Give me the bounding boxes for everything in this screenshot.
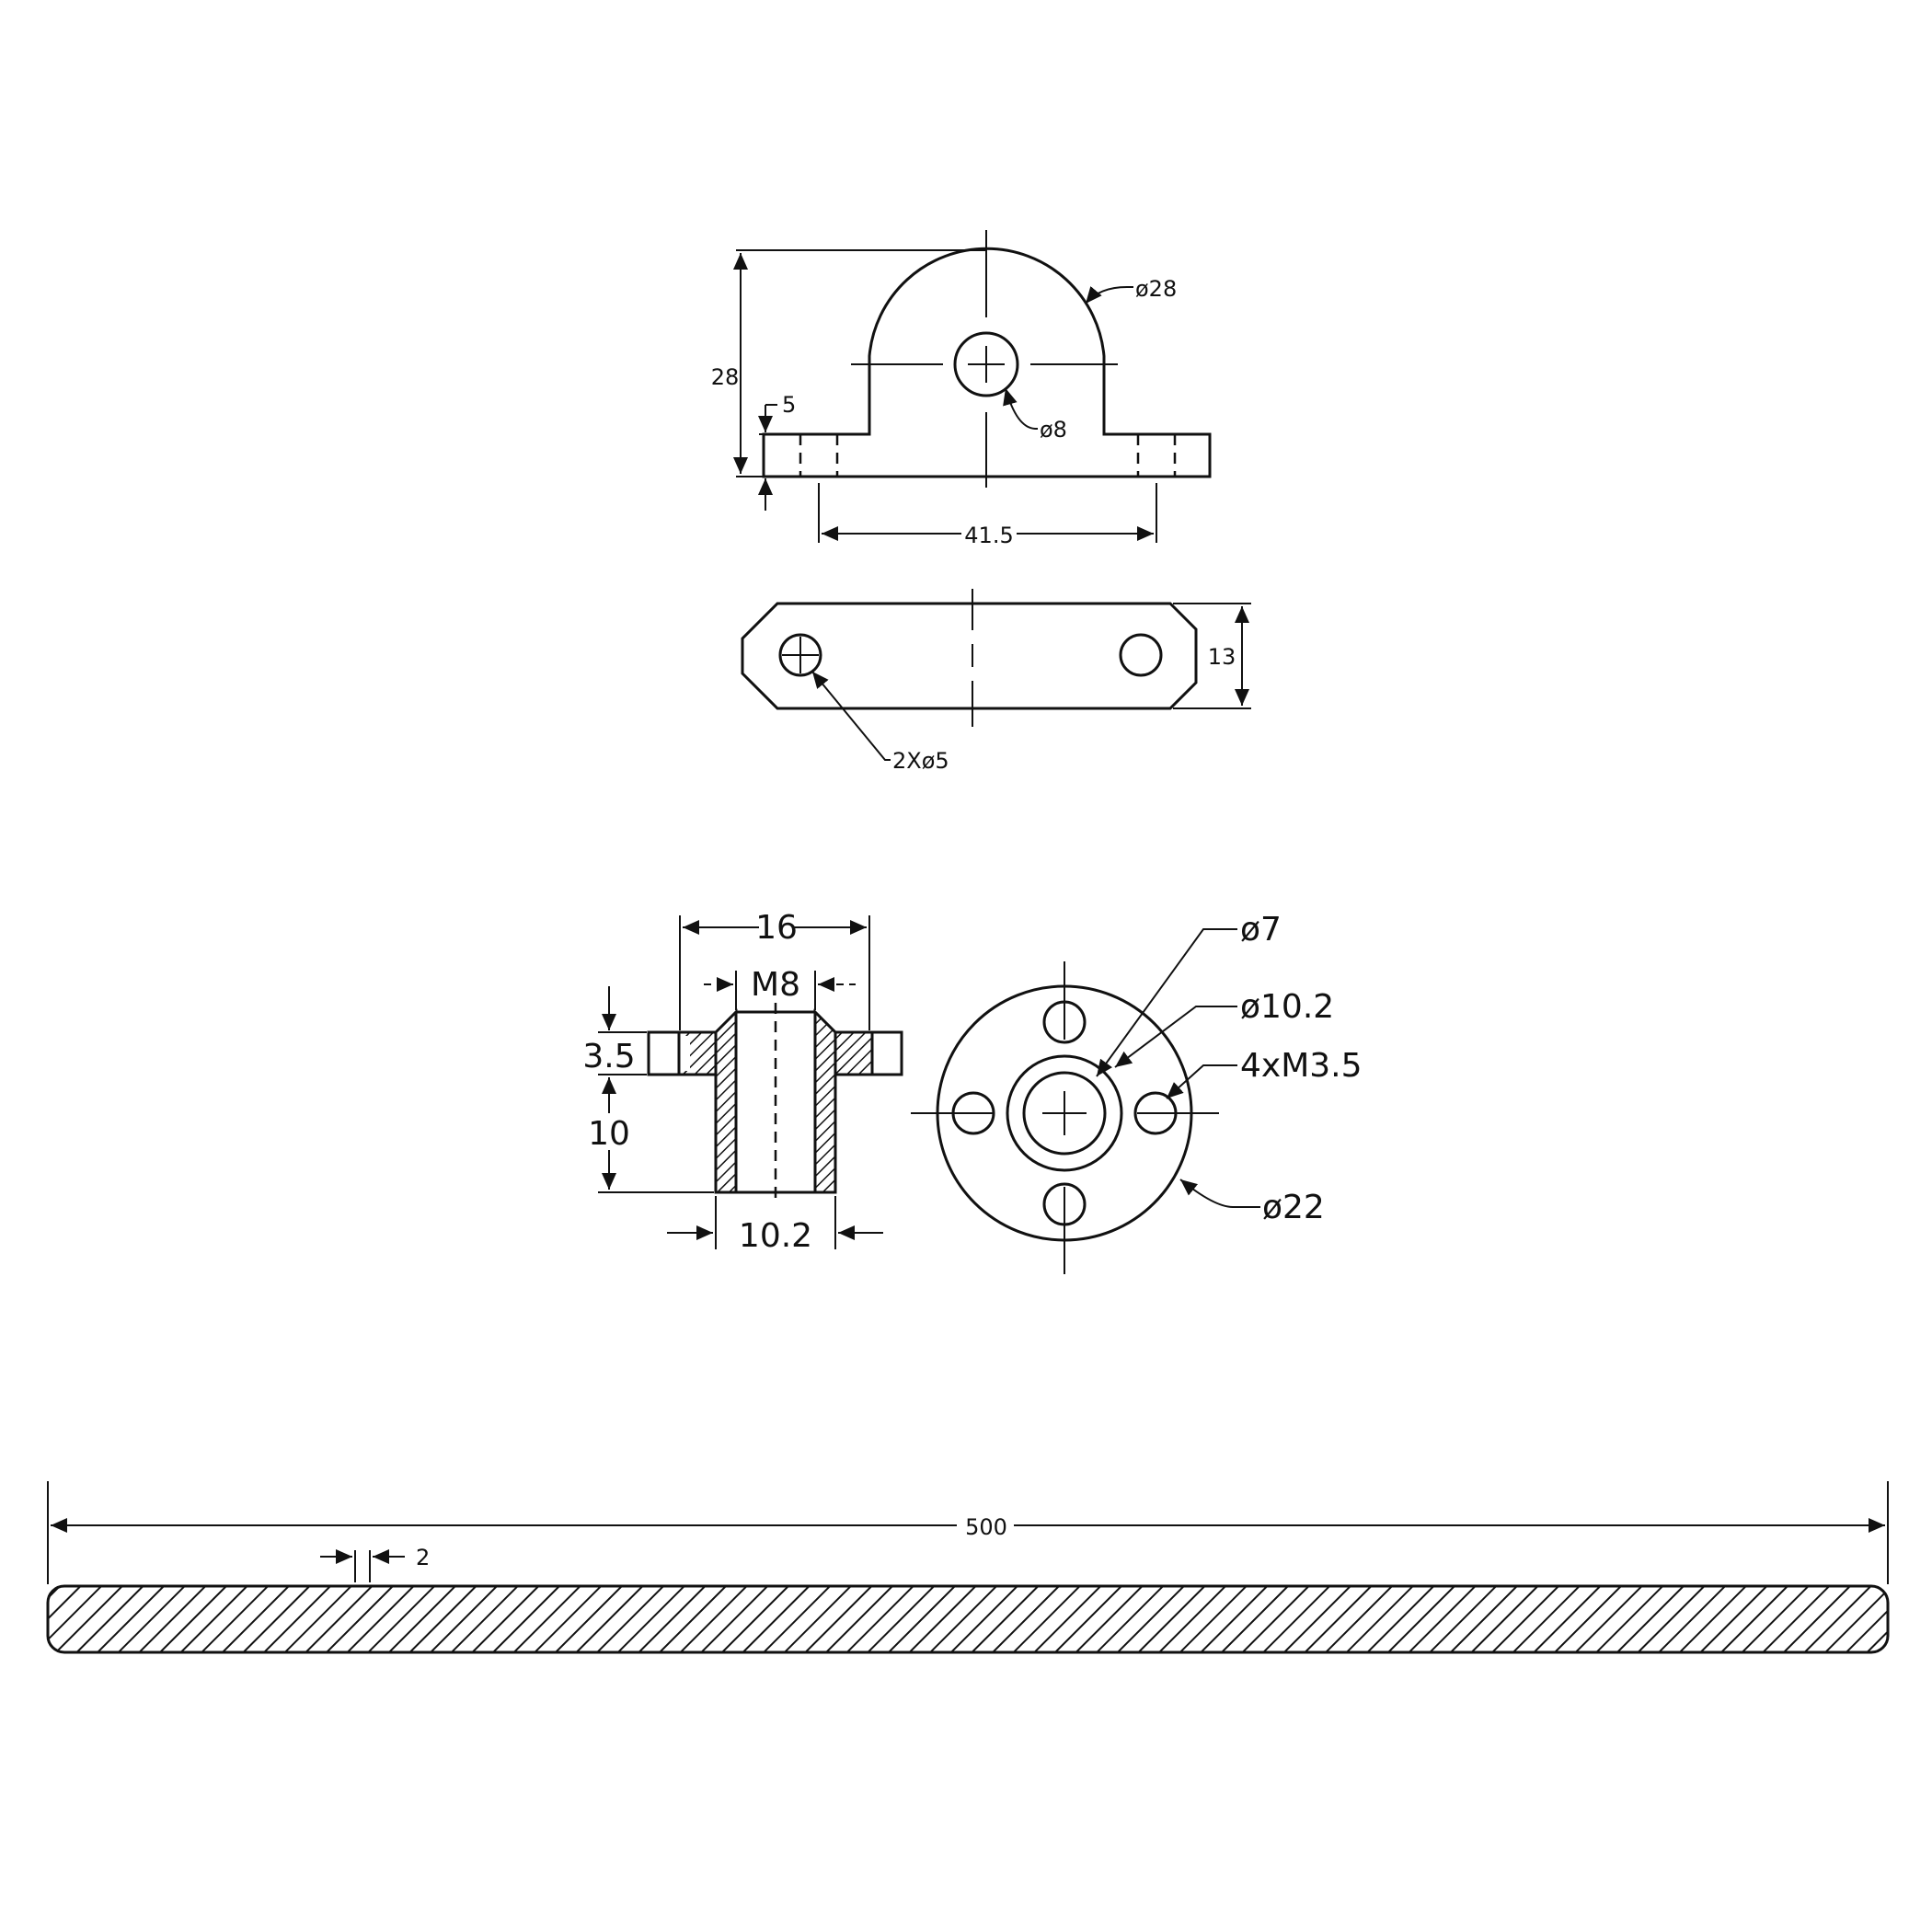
dim-nut-body-diameter: 10.2 — [739, 1217, 812, 1255]
dim-bracket-height: 28 — [711, 364, 740, 390]
dim-bracket-mount-holes: 2Xø5 — [892, 748, 949, 774]
nut-section-view: 16 M8 3.5 10 10.2 — [582, 909, 903, 1255]
dim-nut-flange-diameter: ø22 — [1262, 1189, 1325, 1226]
nut-wall-left — [714, 1008, 738, 1194]
nut-body-circle — [1006, 1054, 1123, 1172]
dim-nut-flange-width: 16 — [755, 909, 798, 947]
dim-bracket-flange-thickness: 5 — [782, 392, 796, 418]
dim-nut-body-height: 10 — [588, 1115, 630, 1153]
dim-rod-pitch: 2 — [416, 1545, 430, 1570]
dim-rod-length: 500 — [965, 1514, 1007, 1540]
lead-screw-rod: 500 2 — [46, 1481, 1890, 1654]
dim-nut-mount-holes: 4xM3.5 — [1240, 1047, 1363, 1085]
dim-bracket-hole-diameter: ø8 — [1040, 417, 1067, 443]
nut-bore-circle — [1022, 1071, 1107, 1156]
nut-flange-right-tip — [870, 1030, 903, 1076]
bracket-mount-hole-left — [778, 633, 822, 677]
nut-flange-right — [834, 1030, 874, 1076]
dim-nut-bore: ø7 — [1240, 911, 1282, 949]
rod-thread-body — [46, 1584, 1890, 1654]
nut-front-view: ø7 ø10.2 4xM3.5 ø22 — [911, 911, 1363, 1274]
bracket-mount-hole-right — [1119, 633, 1163, 677]
bracket-top-outline — [741, 602, 1198, 710]
dim-bracket-hole-spacing: 41.5 — [964, 523, 1013, 548]
bracket-shaft-hole — [953, 331, 1019, 397]
dim-bracket-width: 13 — [1208, 644, 1236, 670]
bracket-front-view: 28 5 ø28 ø8 41.5 — [711, 230, 1212, 548]
bracket-outline — [762, 247, 1212, 478]
bracket-top-view: 13 2Xø5 — [741, 589, 1251, 774]
dim-nut-thread: M8 — [751, 966, 800, 1004]
dim-nut-bore-outer: ø10.2 — [1240, 988, 1334, 1026]
nut-wall-right — [813, 1008, 837, 1194]
dim-bracket-arc-diameter: ø28 — [1135, 276, 1177, 302]
dim-nut-flange-thickness: 3.5 — [582, 1038, 635, 1075]
